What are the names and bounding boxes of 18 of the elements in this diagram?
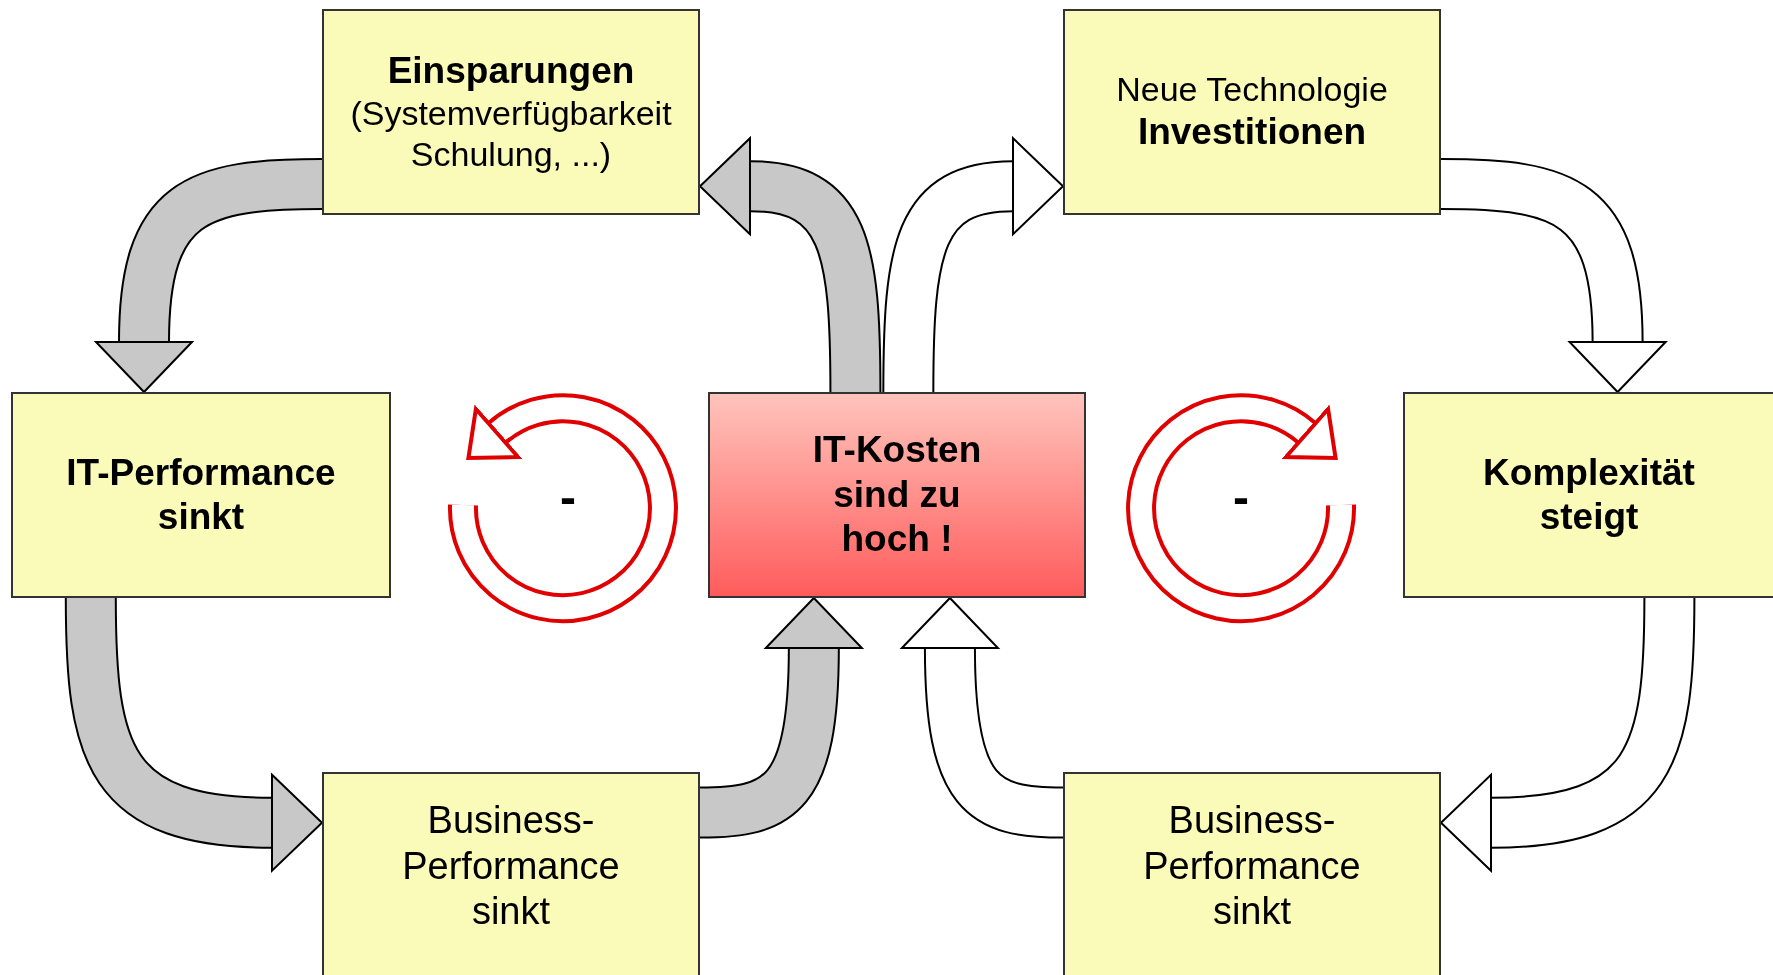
process-box bbox=[1063, 9, 1441, 215]
box-text: Investitionen bbox=[1137, 110, 1367, 155]
box-title: Business-Performance sinkt bbox=[401, 798, 621, 935]
process-box bbox=[1403, 392, 1773, 598]
box-title: IT-Performance sinkt bbox=[65, 450, 337, 539]
process-box bbox=[322, 772, 700, 975]
box-text: (Systemverfügbarkeit Schulung, ...) bbox=[349, 93, 673, 175]
box-title: Komplexität steigt bbox=[1482, 450, 1696, 539]
box-title: Neue Technologie bbox=[1116, 69, 1388, 111]
central-box bbox=[708, 392, 1086, 598]
minus-sign: - bbox=[560, 474, 576, 522]
box-title: Business-Performance sinkt bbox=[1142, 798, 1362, 935]
box-title: Einsparungen bbox=[387, 49, 635, 93]
process-box bbox=[322, 9, 700, 215]
process-box bbox=[11, 392, 391, 598]
box-title: IT-Kosten sind zu hoch ! bbox=[811, 428, 983, 562]
minus-sign: - bbox=[1233, 474, 1249, 522]
process-box bbox=[1063, 772, 1441, 975]
